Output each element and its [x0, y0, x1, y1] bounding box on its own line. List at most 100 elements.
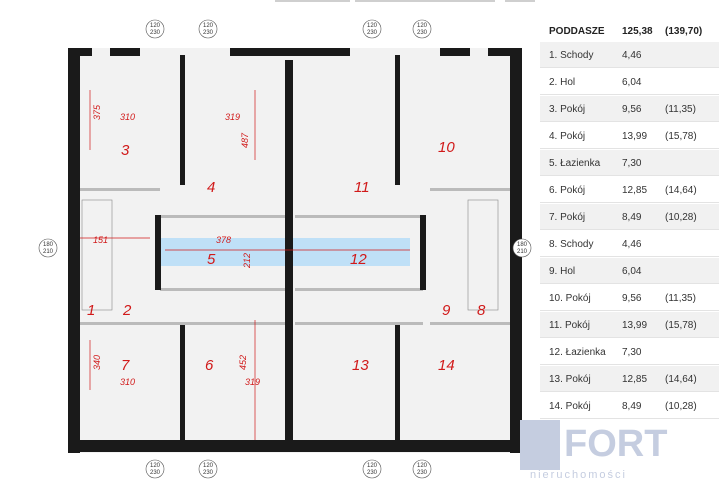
dim-452: 452	[238, 355, 248, 370]
room-area: 7,30	[622, 347, 642, 358]
dim-212: 212	[242, 253, 252, 269]
room-row: 5. Łazienka 7,30	[540, 150, 719, 176]
room-area-alt: (10,28)	[665, 401, 697, 412]
room-area-table: PODDASZE 125,38 (139,70) 1. Schody 4,46 2.…	[540, 20, 719, 420]
dim-319-top: 319	[225, 112, 240, 122]
room-area-alt: (11,35)	[665, 293, 696, 304]
room-area: 9,56	[622, 293, 642, 304]
room-label-2: 2	[122, 302, 132, 319]
table-header: PODDASZE 125,38 (139,70)	[540, 20, 719, 42]
svg-text:180: 180	[43, 242, 54, 248]
logo-tagline: nieruchomości	[530, 469, 627, 481]
svg-text:210: 210	[517, 249, 528, 255]
room-name: 6. Pokój	[549, 185, 586, 196]
svg-text:230: 230	[417, 30, 428, 36]
floor-area: 125,38	[622, 26, 653, 37]
svg-text:120: 120	[367, 23, 378, 29]
room-name: 9. Hol	[549, 266, 576, 277]
dimension-labels: 375 310 319 487 151 378 212 340 310 319 …	[92, 104, 260, 387]
dim-375: 375	[92, 104, 102, 120]
room-label-11: 11	[354, 179, 370, 196]
svg-text:230: 230	[150, 470, 161, 476]
room-row: 9. Hol 6,04	[540, 258, 719, 284]
room-area: 8,49	[622, 401, 642, 412]
room-label-3: 3	[121, 142, 130, 159]
room-area: 12,85	[622, 185, 648, 196]
room-name: 1. Schody	[549, 50, 594, 61]
room-area: 8,49	[622, 212, 642, 223]
room-row: 1. Schody 4,46	[540, 42, 719, 68]
room-area: 7,30	[622, 158, 642, 169]
room-area: 13,99	[622, 131, 648, 142]
dim-151: 151	[93, 235, 108, 245]
top-edge-line	[505, 0, 535, 2]
room-label-12: 12	[350, 251, 367, 268]
svg-text:120: 120	[417, 463, 428, 469]
room-name: 7. Pokój	[549, 212, 586, 223]
svg-text:230: 230	[150, 30, 161, 36]
floor-title: PODDASZE	[549, 26, 605, 37]
svg-text:230: 230	[203, 30, 214, 36]
room-name: 2. Hol	[549, 77, 576, 88]
dim-487: 487	[240, 132, 250, 148]
room-area: 4,46	[622, 50, 642, 61]
room-label-7: 7	[121, 357, 130, 374]
room-name: 13. Pokój	[549, 374, 591, 385]
room-label-6: 6	[205, 357, 214, 374]
room-name: 14. Pokój	[549, 401, 591, 412]
room-row: 14. Pokój 8,49 (10,28)	[540, 393, 719, 419]
room-area-alt: (15,78)	[665, 320, 697, 331]
room-name: 8. Schody	[549, 239, 594, 250]
fort-logo: FORT nieruchomości	[520, 420, 667, 481]
logo-brand: FORT	[564, 423, 667, 465]
room-area-alt: (15,78)	[665, 131, 697, 142]
svg-text:120: 120	[367, 463, 378, 469]
svg-text:210: 210	[43, 249, 54, 255]
room-name: 3. Pokój	[549, 104, 586, 115]
room-area: 6,04	[622, 77, 642, 88]
room-name: 10. Pokój	[549, 293, 591, 304]
svg-text:120: 120	[417, 23, 428, 29]
room-row: 2. Hol 6,04	[540, 69, 719, 95]
top-edge-line	[355, 0, 495, 2]
room-number-labels: 1 2 3 4 5 6 7 8 9 10 11 12 13 14	[87, 139, 486, 374]
room-label-8: 8	[477, 302, 486, 319]
svg-text:230: 230	[417, 470, 428, 476]
room-name: 5. Łazienka	[549, 158, 601, 169]
room-name: 11. Pokój	[549, 320, 590, 331]
interior-walls	[155, 55, 426, 445]
room-area: 6,04	[622, 266, 642, 277]
floor-area-alt: (139,70)	[665, 26, 703, 37]
thin-walls	[72, 188, 518, 325]
room-row: 11. Pokój 13,99 (15,78)	[540, 312, 719, 338]
room-row: 10. Pokój 9,56 (11,35)	[540, 285, 719, 311]
svg-text:120: 120	[203, 23, 214, 29]
dim-340: 340	[92, 355, 102, 370]
svg-text:230: 230	[367, 30, 378, 36]
dim-378: 378	[216, 235, 231, 245]
room-area: 13,99	[622, 320, 648, 331]
floor-plan: 1 2 3 4 5 6 7 8 9 10 11 12 13 14 375 310…	[38, 19, 532, 479]
svg-text:180: 180	[517, 242, 528, 248]
svg-text:120: 120	[203, 463, 214, 469]
room-label-14: 14	[438, 357, 455, 374]
top-edge-line	[275, 0, 350, 2]
svg-text:230: 230	[203, 470, 214, 476]
svg-text:120: 120	[150, 23, 161, 29]
stairs	[81, 199, 499, 311]
room-area: 12,85	[622, 374, 648, 385]
